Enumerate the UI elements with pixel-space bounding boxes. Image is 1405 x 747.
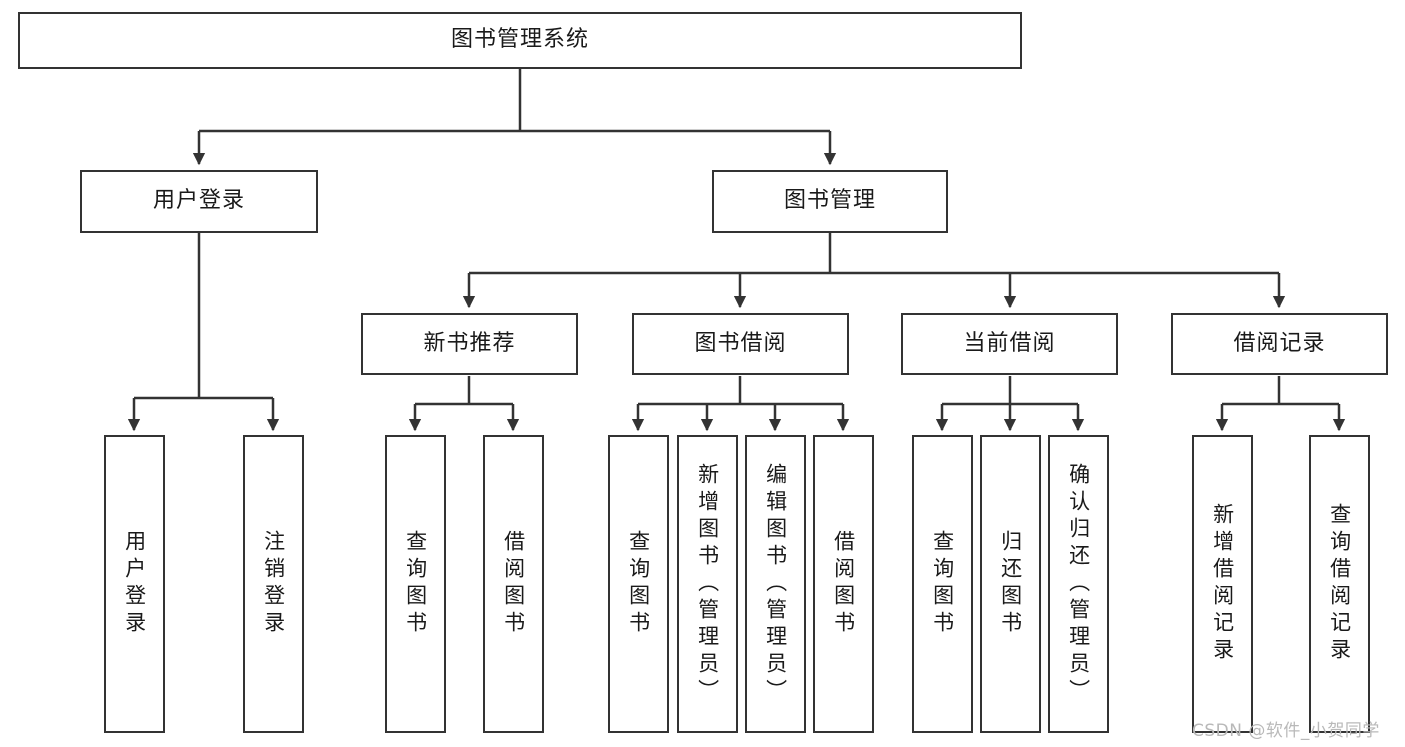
csdn-watermark: CSDN @软件_小贺同学 [1192, 721, 1380, 741]
node-borrow-record[interactable]: 借阅记录 [1171, 313, 1388, 375]
node-label: 查询图书 [403, 530, 428, 638]
node-new-book-recommend[interactable]: 新书推荐 [361, 313, 578, 375]
node-label: 新书推荐 [423, 330, 516, 356]
node-label: 新增图书（管理员） [695, 462, 720, 706]
leaf-record-add-record[interactable]: 新增借阅记录 [1192, 435, 1253, 733]
leaf-current-return-book[interactable]: 归还图书 [980, 435, 1041, 733]
node-label: 查询图书 [930, 530, 955, 638]
leaf-borrow-borrow-book[interactable]: 借阅图书 [813, 435, 874, 733]
leaf-borrow-add-book-admin[interactable]: 新增图书（管理员） [677, 435, 738, 733]
node-label: 借阅记录 [1233, 330, 1326, 356]
node-user-login[interactable]: 用户登录 [80, 170, 318, 233]
node-label: 用户登录 [122, 530, 147, 638]
leaf-user-login-signout[interactable]: 注销登录 [243, 435, 304, 733]
node-label: 当前借阅 [963, 330, 1056, 356]
leaf-recommend-query-book[interactable]: 查询图书 [385, 435, 446, 733]
node-label: 新增借阅记录 [1210, 503, 1235, 665]
node-current-borrow[interactable]: 当前借阅 [901, 313, 1118, 375]
leaf-current-confirm-return-admin[interactable]: 确认归还（管理员） [1048, 435, 1109, 733]
node-label: 编辑图书（管理员） [763, 462, 788, 706]
node-label: 图书管理 [783, 188, 876, 214]
leaf-recommend-borrow-book[interactable]: 借阅图书 [483, 435, 544, 733]
node-label: 查询图书 [626, 530, 651, 638]
node-label: 用户登录 [152, 188, 245, 214]
leaf-record-query-record[interactable]: 查询借阅记录 [1309, 435, 1370, 733]
node-book-borrow[interactable]: 图书借阅 [632, 313, 849, 375]
node-book-management[interactable]: 图书管理 [712, 170, 948, 233]
node-label: 图书管理系统 [450, 27, 589, 53]
leaf-current-query-book[interactable]: 查询图书 [912, 435, 973, 733]
node-label: 图书借阅 [694, 330, 787, 356]
node-label: 确认归还（管理员） [1066, 462, 1091, 706]
leaf-borrow-query-book[interactable]: 查询图书 [608, 435, 669, 733]
leaf-user-login-signin[interactable]: 用户登录 [104, 435, 165, 733]
node-label: 查询借阅记录 [1327, 503, 1352, 665]
node-label: 借阅图书 [831, 530, 856, 638]
node-label: 归还图书 [998, 530, 1023, 638]
node-root-system[interactable]: 图书管理系统 [18, 12, 1022, 69]
node-label: 借阅图书 [501, 530, 526, 638]
node-label: 注销登录 [261, 530, 286, 638]
leaf-borrow-edit-book-admin[interactable]: 编辑图书（管理员） [745, 435, 806, 733]
